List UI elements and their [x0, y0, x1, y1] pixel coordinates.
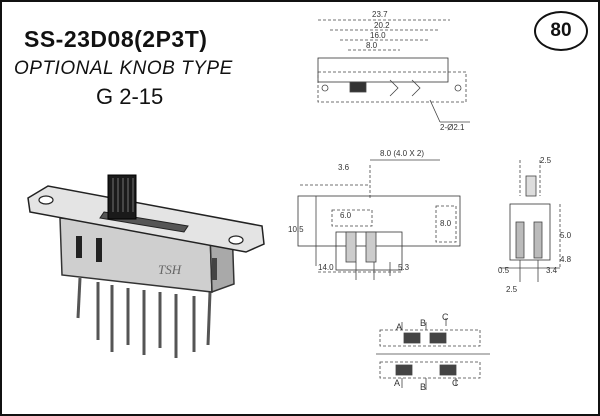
- dim-front-height: 8.0: [440, 219, 452, 228]
- dim-side-h1: 5.0: [560, 231, 572, 240]
- dim-front-left: 10.5: [288, 225, 304, 234]
- model-title: SS-23D08(2P3T): [24, 26, 208, 52]
- pos-row2-a: A: [394, 378, 400, 388]
- knob-ridges: [112, 178, 134, 212]
- pos-row1-a: A: [396, 322, 402, 332]
- dim-side-top: 2.5: [540, 156, 552, 165]
- dim-side-foot-b: 3.4: [546, 266, 558, 275]
- dim-side-base: 2.5: [506, 285, 518, 294]
- side-view-drawing: [500, 160, 561, 282]
- page-number: 80: [550, 20, 572, 41]
- dim-front-width: 6.0: [340, 211, 352, 220]
- pos-row1-c: C: [442, 312, 449, 322]
- dim-side-h2: 4.8: [560, 255, 572, 264]
- dim-top-overall: 23.7: [372, 10, 388, 19]
- catalog-code: G 2-15: [96, 84, 164, 109]
- switching-diagram: [376, 318, 490, 390]
- dim-side-foot-a: 0.5: [498, 266, 510, 275]
- dim-top-pin: 2-Ø2.1: [440, 123, 465, 132]
- knob-option-subtitle: OPTIONAL KNOB TYPE: [14, 58, 233, 79]
- pos-row1-b: B: [420, 318, 426, 328]
- switch-pins: [76, 277, 212, 358]
- pos-row2-b: B: [420, 382, 426, 392]
- pos-row2-c: C: [452, 378, 459, 388]
- dim-front-bottom-b: 5.3: [398, 263, 410, 272]
- dim-top-inner: 16.0: [370, 31, 386, 40]
- dim-top-body: 20.2: [374, 21, 390, 30]
- page-number-badge: 80: [534, 11, 588, 51]
- dim-front-travel: 3.6: [338, 163, 350, 172]
- front-view-drawing: [297, 159, 461, 280]
- top-view-drawing: [317, 19, 470, 123]
- brand-mark: TSH: [158, 262, 182, 277]
- dim-top-slot: 8.0: [366, 41, 378, 50]
- dim-front-bottom-a: 14.0: [318, 263, 334, 272]
- dim-front-knob: 8.0 (4.0 X 2): [380, 149, 424, 158]
- switch-photo: TSH: [27, 174, 265, 358]
